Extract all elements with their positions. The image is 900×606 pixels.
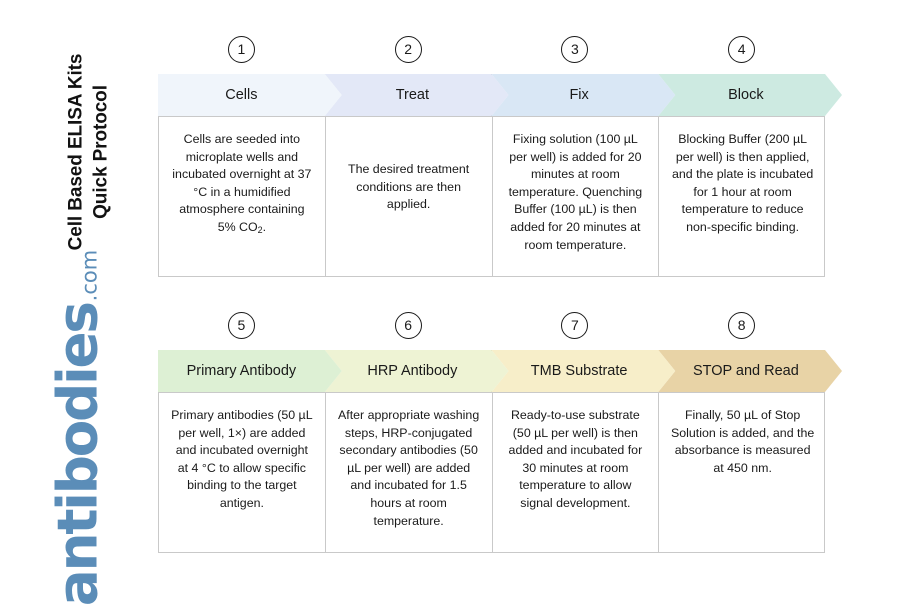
step-header-strip: Primary Antibody HRP Antibody TMB Substrat… — [158, 350, 842, 392]
step-label: Treat — [395, 87, 430, 103]
step-description-4: Blocking Buffer (200 µL per well) is the… — [659, 117, 826, 276]
step-number-badge-4: 4 — [728, 36, 756, 63]
page-title-line-1: Cell Based ELISA Kits — [65, 53, 87, 251]
step-number-badge-3: 3 — [561, 36, 589, 63]
page-title-line-2: Quick Protocol — [90, 85, 111, 219]
step-chevron-1[interactable]: Cells — [158, 74, 342, 116]
step-description-text: Primary antibodies (50 µL per well, 1×) … — [171, 408, 313, 511]
step-description-1: Cells are seeded into microplate wells a… — [159, 117, 326, 276]
logo-tld: .com — [77, 249, 102, 302]
step-number-badge-7: 7 — [561, 312, 589, 339]
step-label: HRP Antibody — [367, 363, 458, 379]
step-label: Fix — [569, 87, 589, 103]
step-number-badge-2: 2 — [394, 36, 422, 63]
step-number-badge-1: 1 — [227, 36, 255, 63]
step-description-8: Finally, 50 µL of Stop Solution is added… — [659, 393, 826, 552]
step-description-text: After appropriate washing steps, HRP-con… — [338, 408, 480, 528]
step-description-text: Fixing solution (100 µL per well) is add… — [508, 132, 643, 252]
step-description-3: Fixing solution (100 µL per well) is add… — [493, 117, 660, 276]
step-label: Cells — [225, 87, 258, 103]
step-header-strip: Cells Treat Fix Block — [158, 74, 842, 116]
step-chevron-8[interactable]: STOP and Read — [658, 350, 842, 392]
step-label: STOP and Read — [692, 363, 799, 379]
step-description-text: Cells are seeded into microplate wells a… — [172, 132, 312, 235]
step-chevron-6[interactable]: HRP Antibody — [324, 350, 509, 392]
step-number-strip: 1 2 3 4 — [158, 34, 825, 74]
step-description-text: Ready-to-use substrate (50 µL per well) … — [508, 408, 643, 511]
logo-wordmark: antibodies — [45, 303, 110, 606]
step-description-text: Blocking Buffer (200 µL per well) is the… — [672, 132, 814, 235]
step-label: TMB Substrate — [530, 363, 628, 379]
page-title-text: Cell Based ELISA Kits Quick Protocol — [64, 54, 113, 251]
step-description-2: The desired treatment conditions are the… — [326, 117, 493, 276]
step-label: Primary Antibody — [186, 363, 297, 379]
step-label: Block — [728, 87, 764, 103]
step-description-strip: Primary antibodies (50 µL per well, 1×) … — [158, 392, 825, 553]
page-title: Cell Based ELISA Kits Quick Protocol — [58, 18, 120, 286]
antibodies-logo-text: antibodies .com — [45, 249, 110, 606]
step-description-6: After appropriate washing steps, HRP-con… — [326, 393, 493, 552]
step-description-strip: Cells are seeded into microplate wells a… — [158, 116, 825, 277]
step-chevron-2[interactable]: Treat — [324, 74, 509, 116]
step-description-5: Primary antibodies (50 µL per well, 1×) … — [159, 393, 326, 552]
step-chevron-4[interactable]: Block — [658, 74, 842, 116]
step-description-7: Ready-to-use substrate (50 µL per well) … — [493, 393, 660, 552]
step-number-badge-6: 6 — [394, 312, 422, 339]
step-chevron-7[interactable]: TMB Substrate — [491, 350, 676, 392]
step-description-text: Finally, 50 µL of Stop Solution is added… — [670, 408, 815, 475]
step-number-badge-5: 5 — [227, 312, 255, 339]
step-chevron-3[interactable]: Fix — [491, 74, 676, 116]
step-number-badge-8: 8 — [728, 312, 756, 339]
step-description-text: The desired treatment conditions are the… — [348, 162, 470, 212]
step-chevron-5[interactable]: Primary Antibody — [158, 350, 342, 392]
step-number-strip: 5 6 7 8 — [158, 310, 825, 350]
antibodies-logo: antibodies .com — [18, 250, 138, 606]
